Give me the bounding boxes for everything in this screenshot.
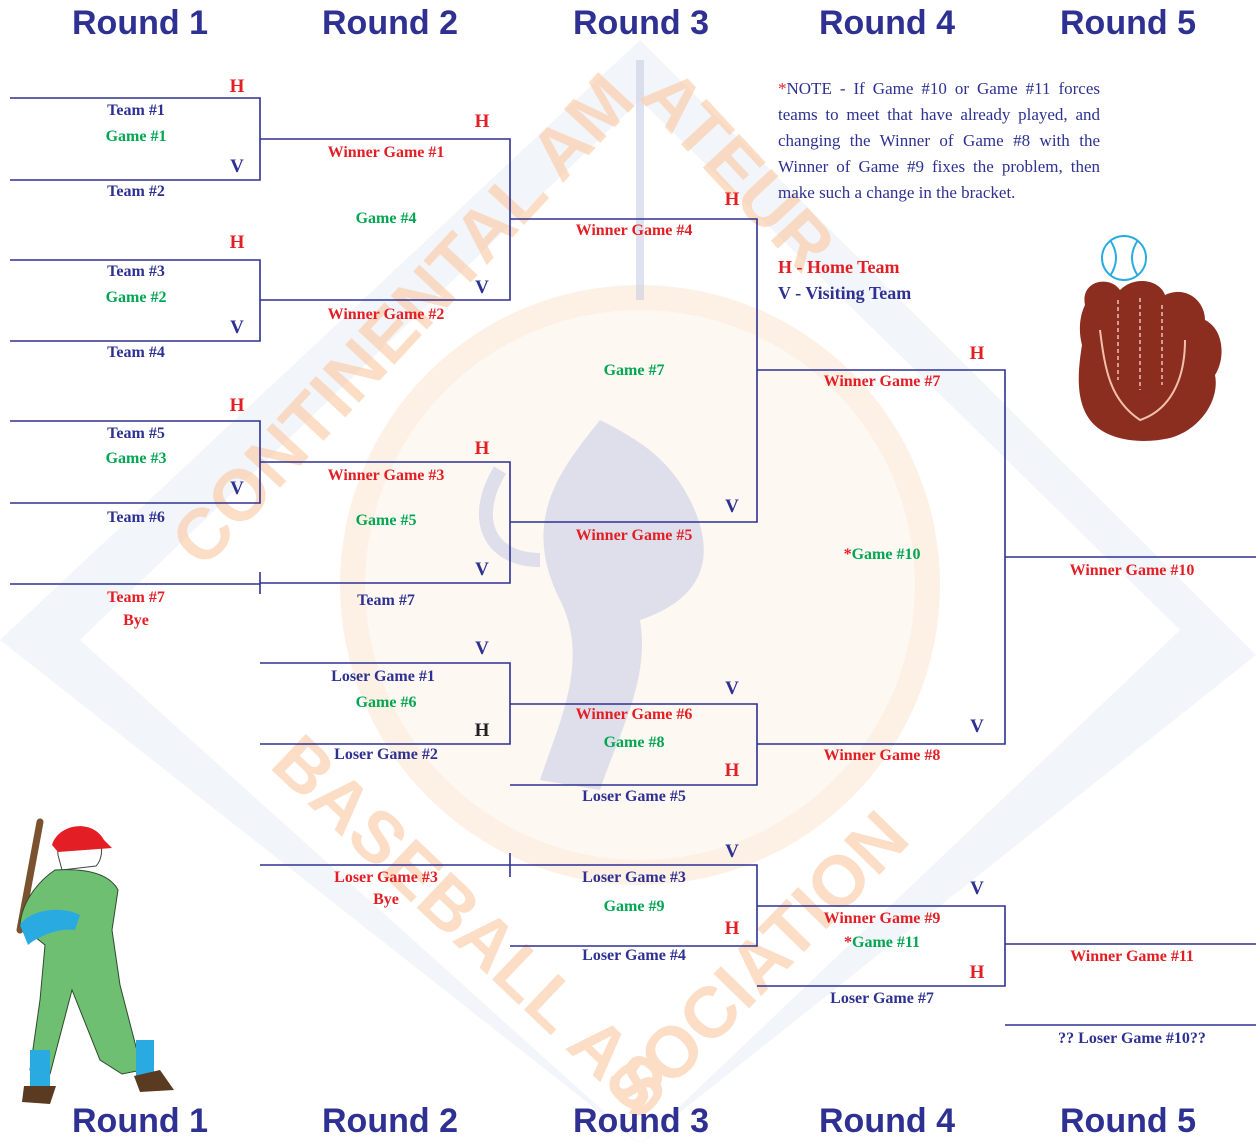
r2-game-4: Game #4: [355, 210, 417, 227]
round-4-heading-top: Round 4: [819, 4, 955, 42]
r4-winner-game-7: Winner Game #7: [823, 373, 941, 390]
r2-winner-game-1: Winner Game #1: [327, 144, 445, 161]
r3-loser-game-3: Loser Game #3: [582, 869, 686, 886]
r1-g3-visit-mark: V: [230, 478, 244, 499]
baseball-icon: [1101, 235, 1147, 281]
r4-winner-game-8: Winner Game #8: [823, 747, 941, 764]
r1-g3-home-mark: H: [229, 395, 245, 416]
note-asterisk: *: [778, 79, 787, 98]
r3-game-9: Game #9: [603, 898, 665, 915]
round-2-heading-top: Round 2: [322, 4, 458, 42]
r3-g7-home-mark: H: [724, 189, 740, 210]
r2-g6-home-mark: H: [474, 720, 490, 741]
legend-visiting: V - Visiting Team: [778, 283, 912, 303]
r4-g10-visit-mark: V: [970, 716, 984, 737]
r1-team-5: Team #5: [107, 425, 165, 442]
r4-g11-visit-mark: V: [970, 878, 984, 899]
r3-winner-game-6: Winner Game #6: [575, 706, 693, 723]
r2-game-5: Game #5: [355, 512, 417, 529]
round-3-heading-top: Round 3: [573, 4, 709, 42]
r1-game-2: Game #2: [105, 289, 167, 306]
r3-g9-visit-mark: V: [725, 841, 739, 862]
r1-team-2: Team #2: [107, 183, 165, 200]
r2-bye: Bye: [373, 891, 399, 908]
r4-game-10-label: Game #10: [851, 546, 921, 563]
round-3-heading-bottom: Round 3: [573, 1102, 709, 1140]
r3-winner-game-4: Winner Game #4: [575, 222, 693, 239]
r3-g8-visit-mark: V: [725, 678, 739, 699]
r3-game-7: Game #7: [603, 362, 665, 379]
r1-team-1: Team #1: [107, 102, 165, 119]
round-1-heading-top: Round 1: [72, 4, 208, 42]
r3-g9-home-mark: H: [724, 918, 740, 939]
r4-winner-game-9: Winner Game #9: [823, 910, 941, 927]
r3-winner-game-5: Winner Game #5: [575, 527, 693, 544]
r3-game-8: Game #8: [603, 734, 665, 751]
r4-game-11-asterisk: *: [844, 934, 852, 951]
r1-team-6: Team #6: [107, 509, 165, 526]
legend-home: H - Home Team: [778, 257, 900, 277]
round-5-heading-top: Round 5: [1060, 4, 1196, 42]
round-5-heading-bottom: Round 5: [1060, 1102, 1196, 1140]
r1-team-7: Team #7: [107, 589, 165, 606]
r4-g10-home-mark: H: [969, 343, 985, 364]
r4-game-11-label: Game #11: [852, 934, 920, 951]
r2-loser-game-3: Loser Game #3: [334, 869, 438, 886]
r2-loser-game-2: Loser Game #2: [334, 746, 438, 763]
r5-loser-game-10: ?? Loser Game #10??: [1058, 1030, 1206, 1047]
r2-winner-game-2: Winner Game #2: [327, 306, 445, 323]
r1-team-4: Team #4: [107, 344, 165, 361]
round-4-heading-bottom: Round 4: [819, 1102, 955, 1140]
r3-g8-home-mark: H: [724, 760, 740, 781]
r1-g2-home-mark: H: [229, 232, 245, 253]
r2-game-6: Game #6: [355, 694, 417, 711]
r4-loser-game-7: Loser Game #7: [830, 990, 934, 1007]
round-1-heading-bottom: Round 1: [72, 1102, 208, 1140]
r4-game-10-asterisk: *: [843, 546, 852, 563]
r2-loser-game-1: Loser Game #1: [331, 668, 435, 685]
note-text: NOTE - If Game #10 or Game #11 forces te…: [778, 79, 1100, 202]
r1-g2-visit-mark: V: [230, 317, 244, 338]
r2-team-7: Team #7: [357, 592, 415, 609]
r1-bye: Bye: [123, 612, 149, 629]
r3-loser-game-5: Loser Game #5: [582, 788, 686, 805]
r4-game-10: *Game #10: [844, 546, 921, 564]
r2-g4-visit-mark: V: [475, 277, 489, 298]
r1-game-3: Game #3: [105, 450, 167, 467]
r1-g1-home-mark: H: [229, 76, 245, 97]
r2-g6-visit-mark: V: [475, 638, 489, 659]
batter-icon: [16, 818, 174, 1104]
r1-g1-visit-mark: V: [230, 156, 244, 177]
r2-g5-visit-mark: V: [475, 559, 489, 580]
round-2-heading-bottom: Round 2: [322, 1102, 458, 1140]
r5-winner-game-10: Winner Game #10: [1069, 562, 1195, 579]
bracket-note: *NOTE - If Game #10 or Game #11 forces t…: [778, 76, 1100, 206]
r3-g7-visit-mark: V: [725, 496, 739, 517]
r1-game-1: Game #1: [105, 128, 167, 145]
r1-team-3: Team #3: [107, 263, 165, 280]
r4-g11-home-mark: H: [969, 962, 985, 983]
glove-icon: [1078, 280, 1222, 441]
r2-g4-home-mark: H: [474, 111, 490, 132]
r2-winner-game-3: Winner Game #3: [327, 467, 445, 484]
r5-winner-game-11: Winner Game #11: [1070, 948, 1194, 965]
r3-loser-game-4: Loser Game #4: [582, 947, 686, 964]
r2-g5-home-mark: H: [474, 438, 490, 459]
r4-game-11: *Game #11: [844, 934, 920, 952]
